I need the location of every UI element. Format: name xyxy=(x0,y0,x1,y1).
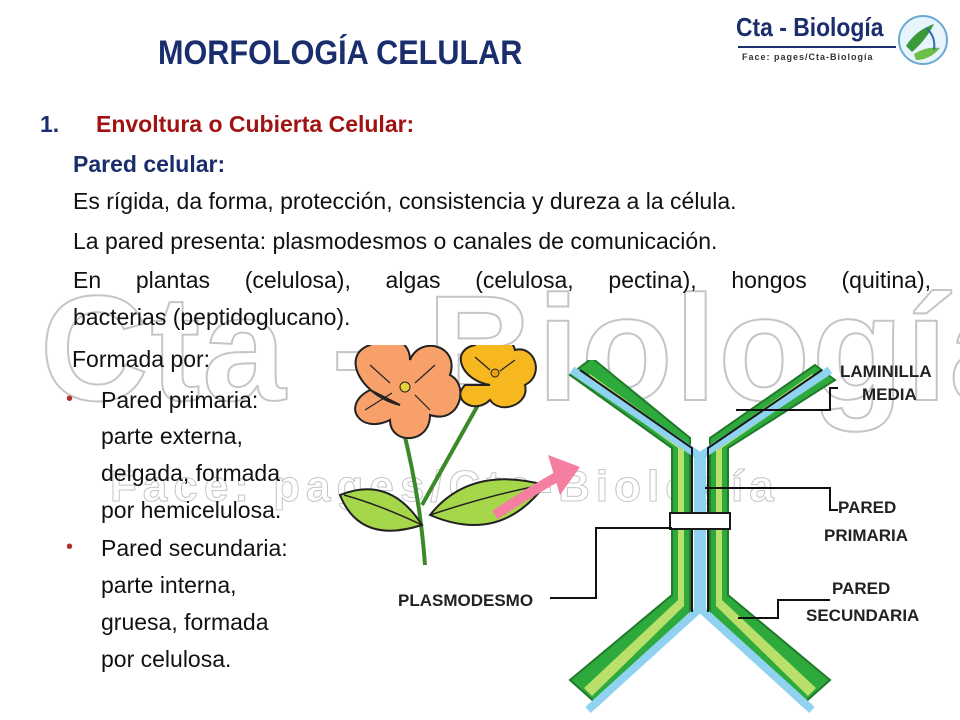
list-item-primaria-3: delgada, formada xyxy=(101,460,281,486)
page-title: MORFOLOGÍA CELULAR xyxy=(158,34,523,72)
paragraph-line-4: bacterias (peptidoglucano). xyxy=(73,304,351,330)
list-item-secundaria-4: por celulosa. xyxy=(101,646,232,672)
logo-rule xyxy=(738,46,896,48)
label-pared-secundaria-2: SECUNDARIA xyxy=(806,606,920,625)
cell-wall-diagram xyxy=(550,360,838,713)
globe-leaf-icon xyxy=(898,15,948,65)
list-item-secundaria-2: parte interna, xyxy=(101,572,237,598)
paragraph-line-1: Es rígida, da forma, protección, consist… xyxy=(73,188,737,214)
leaf-left xyxy=(338,488,424,532)
logo-name: Cta - Biología xyxy=(736,12,884,42)
leaf-right xyxy=(428,478,547,526)
yellow-flower xyxy=(459,345,537,409)
label-pared-primaria-2: PRIMARIA xyxy=(824,526,909,545)
label-pared-secundaria-1: PARED xyxy=(832,579,891,598)
right-cell-wall xyxy=(709,363,837,707)
list-item-secundaria-1: Pared secundaria: xyxy=(101,535,288,561)
paragraph-line-2: La pared presenta: plasmodesmos o canale… xyxy=(73,228,718,254)
plasmodesma-channel xyxy=(669,512,731,530)
list-item-primaria-4: por hemicelulosa. xyxy=(101,497,282,523)
middle-lamella xyxy=(569,366,833,713)
composition-heading: Formada por: xyxy=(72,346,211,372)
label-pared-primaria-1: PARED xyxy=(838,498,897,517)
label-media: MEDIA xyxy=(862,385,917,404)
logo-subtitle: Face: pages/Cta-Biología xyxy=(742,52,874,62)
list-item-primaria-1: Pared primaria: xyxy=(101,387,259,413)
label-laminilla: LAMINILLA xyxy=(840,362,932,381)
orange-flower xyxy=(354,345,462,440)
list-item-secundaria-3: gruesa, formada xyxy=(101,609,269,635)
bullet-icon: • xyxy=(66,536,74,558)
logo: Cta - Biología Face: pages/Cta-Biología xyxy=(736,10,950,70)
section-title: Envoltura o Cubierta Celular: xyxy=(96,111,415,137)
paragraph-line-3: En plantas (celulosa), algas (celulosa, … xyxy=(73,267,931,293)
list-item-primaria-2: parte externa, xyxy=(101,423,243,449)
section-number: 1. xyxy=(40,111,60,137)
plant-illustration xyxy=(338,345,580,566)
pink-arrow-icon xyxy=(492,455,580,520)
bullet-icon: • xyxy=(66,388,74,410)
subsection-title: Pared celular: xyxy=(73,151,226,177)
label-plasmodesmo: PLASMODESMO xyxy=(398,591,534,610)
